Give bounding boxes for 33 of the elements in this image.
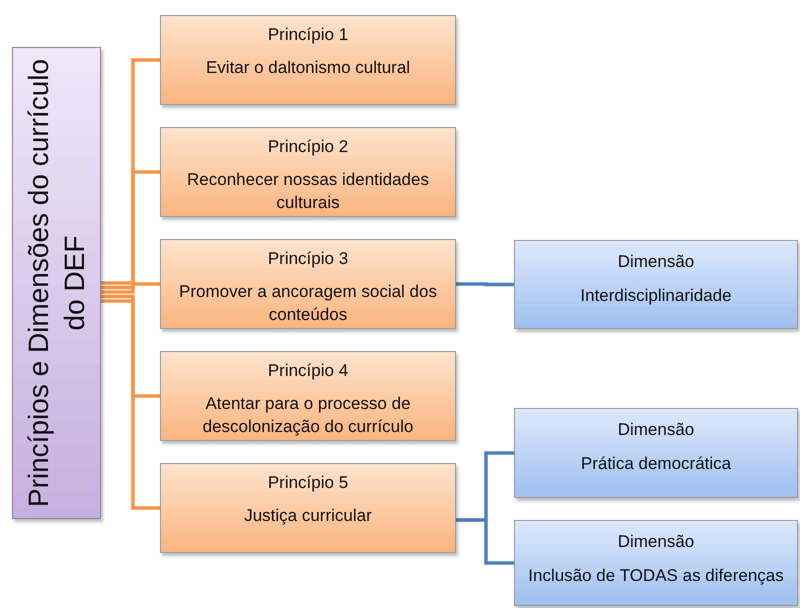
- principle-box: [160, 127, 456, 217]
- connector-line: [101, 282, 160, 294]
- connector-line: [456, 518, 514, 565]
- connector-line: [101, 170, 160, 290]
- box-heading: Princípio 1: [268, 24, 348, 46]
- principle-box: [160, 15, 456, 105]
- connector-line: [456, 282, 514, 286]
- box-text: Atentar para o processo de descolonização do currículo: [202, 393, 414, 438]
- box-text: Evitar o daltonismo cultural: [206, 57, 410, 79]
- box-heading: Princípio 2: [268, 136, 348, 158]
- connector-line: [101, 58, 160, 285]
- dimension-box: [514, 520, 798, 606]
- box-text: Prática democrática: [580, 453, 732, 475]
- box-heading: Princípio 3: [268, 248, 348, 270]
- box-text: Promover a ancoragem social dos conteúdos: [178, 281, 438, 326]
- dimension-box: [514, 408, 798, 498]
- connector-line: [101, 294, 160, 398]
- box-heading: Princípio 5: [268, 472, 348, 494]
- principle-box: [160, 463, 456, 553]
- box-text: Interdisciplinaridade: [580, 285, 732, 307]
- box-heading: Princípio 4: [268, 360, 348, 382]
- box-heading: Dimensão: [618, 251, 694, 273]
- principle-box: [160, 351, 456, 441]
- principle-box: [160, 239, 456, 329]
- box-text: Justiça curricular: [244, 505, 372, 527]
- box-heading: Dimensão: [618, 531, 694, 553]
- box-text: Inclusão de TODAS as diferenças: [528, 565, 784, 587]
- dimension-box: [514, 240, 798, 329]
- connector-line: [101, 299, 160, 510]
- title-box: [12, 47, 101, 519]
- box-heading: Dimensão: [618, 419, 694, 441]
- title-text: Princípios e Dimensões do currículo do DEF: [22, 58, 90, 510]
- box-text: Reconhecer nossas identidades culturais: [186, 169, 430, 214]
